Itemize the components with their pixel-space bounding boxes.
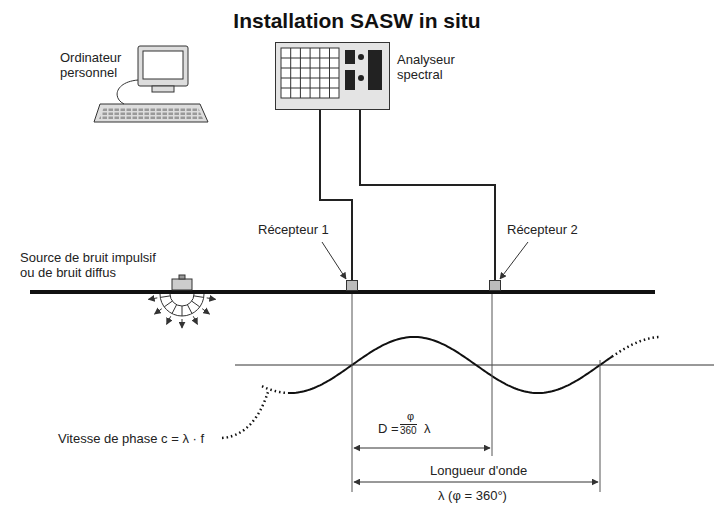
dimension-arrow [354, 448, 490, 449]
wave-dotted [612, 337, 660, 357]
receiver-sensor: Récepteur 2 [489, 280, 501, 291]
signal-cable [320, 110, 352, 280]
wave-curve [288, 337, 612, 393]
device-label: Ordinateur personnel [60, 50, 134, 80]
formula-label: Vitesse de phase c = λ · f [58, 431, 204, 446]
formula-part: D = [378, 421, 399, 436]
leader-line [322, 242, 346, 279]
sensor-body [346, 280, 358, 291]
phase-leader [222, 392, 268, 438]
wave-dotted [262, 386, 288, 393]
device-label: Analyseur spectral [397, 52, 477, 82]
receiver-sensor: Récepteur 1 [346, 280, 358, 291]
source-label: Source de bruit impulsif ou de bruit dif… [20, 250, 172, 280]
analyzer-body [275, 42, 390, 110]
dimension-label: λ (φ = 360°) [438, 488, 507, 503]
leader-line [500, 242, 528, 279]
formula-part: λ [424, 421, 431, 436]
diagram-title: Installation SASW in situ [0, 8, 714, 34]
source-device [148, 275, 215, 328]
dimension-lines [352, 294, 600, 492]
formula-part: 360 [400, 424, 417, 436]
sensor-body [489, 280, 501, 291]
spectrum-analyzer: Analyseur spectral [275, 42, 390, 110]
formula-part: φ [407, 410, 414, 422]
receiver-label: Récepteur 2 [507, 222, 578, 237]
receiver-label: Récepteur 1 [258, 222, 329, 237]
ground-line [30, 290, 655, 294]
signal-cable [360, 110, 495, 280]
dimension-arrow [354, 482, 598, 483]
dimension-label: Longueur d'onde [428, 463, 529, 478]
